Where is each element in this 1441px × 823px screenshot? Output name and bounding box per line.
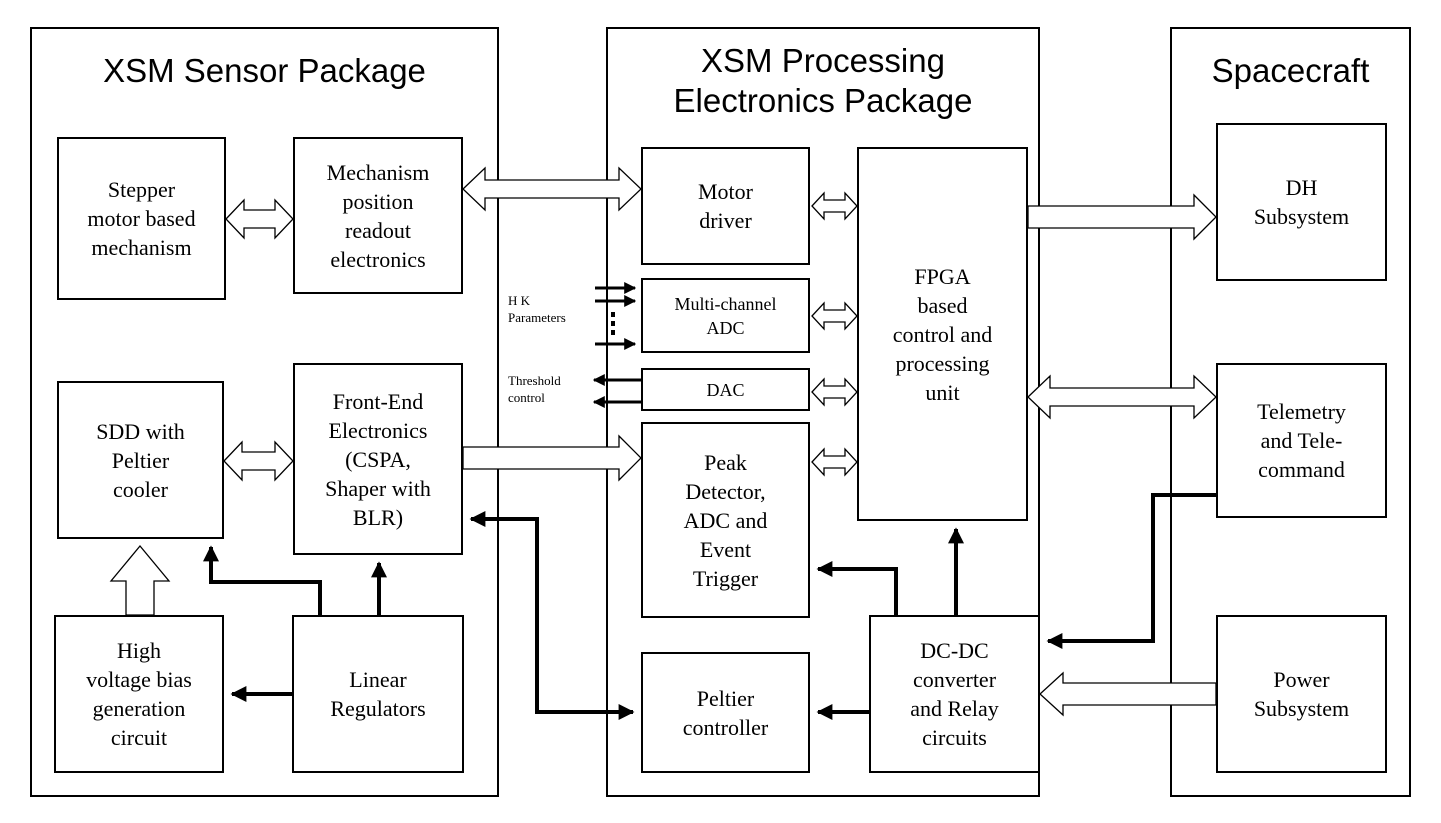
front-end-electronics-block: Front-End Electronics (CSPA, Shaper with… <box>293 363 463 555</box>
dac-block: DAC <box>641 368 810 411</box>
wire-telemetry-dcdc <box>1046 493 1216 649</box>
bus-hv-sdd <box>109 544 171 616</box>
bus-frontend-peak <box>462 434 642 482</box>
bus-power-dcdc <box>1039 671 1217 717</box>
position-readout-block: Mechanism position readout electronics <box>293 137 463 294</box>
peltier-controller-block: Peltier controller <box>641 652 810 773</box>
telemetry-block: Telemetry and Tele- command <box>1216 363 1387 518</box>
dh-subsystem-block: DH Subsystem <box>1216 123 1387 281</box>
wire-frontend-peltier <box>469 511 635 720</box>
sdd-peltier-block: SDD with Peltier cooler <box>57 381 224 539</box>
bus-sdd-frontend <box>223 440 294 482</box>
fpga-block: FPGA based control and processing unit <box>857 147 1028 521</box>
stepper-mechanism-block: Stepper motor based mechanism <box>57 137 226 300</box>
hk-ellipsis-dots <box>611 312 615 335</box>
bus-adc-fpga <box>811 301 858 331</box>
hk-parameters-label: H K Parameters <box>508 293 566 325</box>
peak-detector-block: Peak Detector, ADC and Event Trigger <box>641 422 810 618</box>
bus-motor-fpga <box>811 191 858 221</box>
bus-fpga-telemetry <box>1027 374 1217 420</box>
bus-stepper-readout <box>225 198 294 240</box>
wire-dcdc-peak <box>816 561 898 615</box>
hv-bias-block: High voltage bias generation circuit <box>54 615 224 773</box>
wire-regulator-sdd <box>203 545 322 615</box>
multichannel-adc-block: Multi-channel ADC <box>641 278 810 353</box>
processing-package-title: XSM Processing Electronics Package <box>673 42 973 119</box>
dcdc-converter-block: DC-DC converter and Relay circuits <box>869 615 1040 773</box>
linear-regulators-block: Linear Regulators <box>292 615 464 773</box>
sensor-package-title: XSM Sensor Package <box>103 52 426 89</box>
spacecraft-title: Spacecraft <box>1211 52 1370 89</box>
motor-driver-block: Motor driver <box>641 147 810 265</box>
threshold-control-label: Threshold control <box>508 373 561 405</box>
power-subsystem-block: Power Subsystem <box>1216 615 1387 773</box>
bus-readout-motor <box>462 166 642 212</box>
bus-dac-fpga <box>811 377 858 407</box>
bus-peak-fpga <box>811 447 858 477</box>
bus-fpga-dh <box>1027 193 1217 241</box>
